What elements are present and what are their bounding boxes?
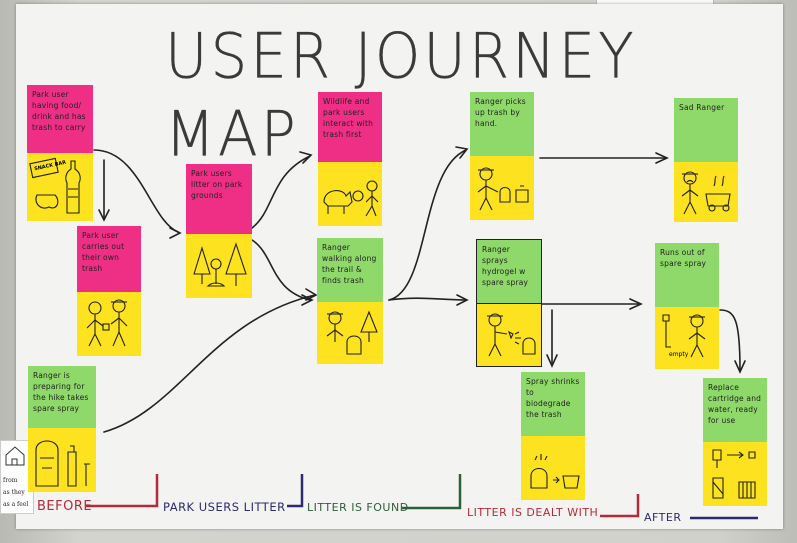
sketch-empty-spray: empty (655, 307, 719, 369)
note-park-user-carries: Park user carries out their own trash (77, 226, 141, 292)
stage-label-park-users-litter: PARK USERS LITTER (163, 500, 286, 514)
empty-label: empty (669, 351, 689, 358)
note-park-user-trash: Park user having food/ drink and has tra… (27, 85, 93, 153)
ranger-picking-trash-icon (477, 167, 529, 211)
scrap-line-3: as a feel (3, 501, 29, 508)
sketch-ranger-picks (470, 156, 534, 220)
backpack-and-spray-icon (35, 440, 90, 487)
sketch-litter-trees (186, 234, 252, 298)
ranger-with-tree-icon (326, 310, 378, 355)
sketch-wildlife (318, 162, 382, 226)
trees-and-litter-icon (193, 242, 247, 287)
note-runs-out: Runs out of spare spray (655, 243, 719, 307)
note-ranger-preparing: Ranger is preparing for the hike takes s… (28, 366, 96, 428)
sketch-ranger-finds (317, 302, 383, 364)
snack-bar-and-bottle-icon (29, 157, 81, 214)
sketch-snack-drink: SNACK BAR (27, 153, 93, 221)
sketch-shrinks (521, 436, 585, 500)
house-sketch-icon (5, 446, 25, 466)
scrap-line-1: from (3, 477, 18, 484)
note-wildlife-interact: Wildlife and park users interact with tr… (318, 92, 382, 162)
ranger-spraying-icon (487, 313, 536, 357)
note-users-litter: Park users litter on park grounds (186, 164, 252, 234)
stage-label-after: AFTER (644, 511, 682, 524)
stage-label-before: BEFORE (37, 499, 93, 514)
sketch-backpack-spray (28, 428, 96, 492)
animal-and-person-icon (323, 180, 379, 217)
note-ranger-sprays: Ranger sprays hydrogel w spare spray (476, 239, 542, 305)
sketch-users-carry (77, 292, 141, 356)
note-replace-cartridge: Replace cartridge and water, ready for u… (703, 378, 767, 442)
empty-spray-icon (662, 314, 706, 358)
shrinking-trash-icon (530, 454, 580, 489)
scrap-line-2: as they (3, 489, 25, 496)
sketch-sad-ranger (674, 162, 738, 222)
two-people-icon (86, 299, 128, 347)
stage-label-litter-is-found: LITTER IS FOUND (307, 501, 409, 514)
page-title: USER JOURNEY MAP (165, 19, 637, 171)
stage-label-litter-is-dealt-with: LITTER IS DEALT WITH (467, 506, 599, 519)
cartridge-refill-icon (712, 449, 756, 499)
note-ranger-picks: Ranger picks up trash by hand. (470, 92, 534, 156)
sketch-replace-cartridge (703, 442, 767, 506)
note-ranger-walking: Ranger walking along the trail & finds t… (317, 238, 383, 302)
sketch-ranger-sprays (476, 303, 542, 367)
sad-ranger-icon (681, 171, 731, 215)
note-spray-shrinks: Spray shrinks to biodegrade the trash (521, 372, 585, 436)
note-sad-ranger: Sad Ranger (674, 98, 738, 162)
